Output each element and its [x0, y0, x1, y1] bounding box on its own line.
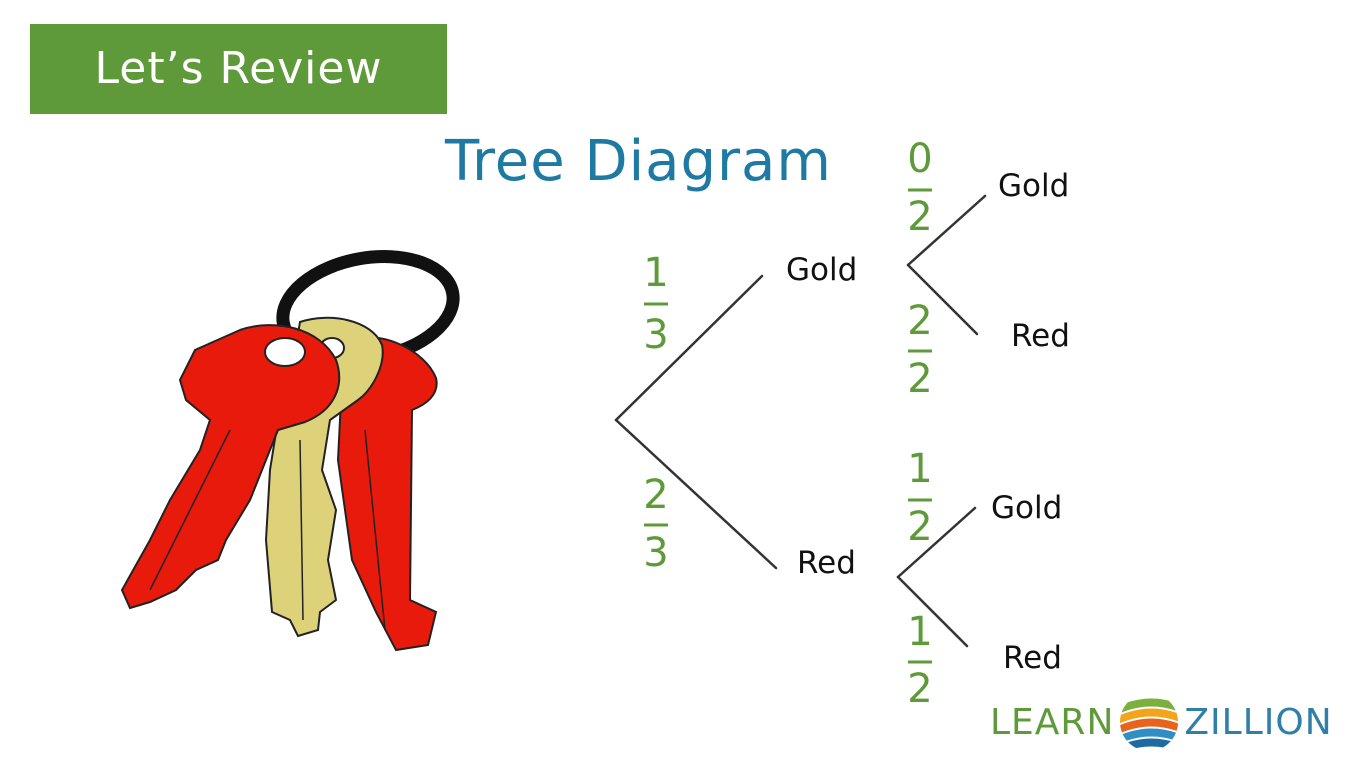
red-key-back [336, 336, 438, 652]
fraction-red-red: 1 2 [907, 609, 932, 712]
node-gold-red: Red [1011, 318, 1070, 354]
branch-gold-gold [906, 194, 987, 267]
fraction-denominator: 2 [907, 194, 932, 240]
fraction-numerator: 1 [643, 250, 668, 296]
fraction-gold: 1 3 [643, 250, 668, 358]
fraction-red-gold: 1 2 [907, 446, 932, 550]
fraction-denominator: 3 [643, 312, 668, 358]
fraction-denominator: 2 [907, 666, 932, 712]
keys-icon [120, 250, 460, 652]
fraction-denominator: 3 [643, 530, 668, 576]
branch-gold-red [906, 263, 979, 336]
learnzillion-logo-icon [1120, 693, 1179, 751]
branch-root-red [614, 418, 778, 570]
slide-title: Tree Diagram [445, 129, 832, 194]
branch-root-gold [614, 274, 764, 422]
banner-label: Let’s Review [94, 43, 383, 94]
fraction-numerator: 2 [907, 298, 932, 344]
lets-review-banner: Let’s Review [30, 24, 447, 114]
fraction-numerator: 0 [907, 136, 932, 182]
fraction-gold-red: 2 2 [907, 298, 932, 402]
fraction-gold-gold: 0 2 [907, 136, 932, 240]
brand-right-text: ZILLION [1184, 701, 1333, 743]
branch-red-red [896, 575, 969, 648]
fraction-denominator: 2 [907, 504, 932, 550]
branch-red-gold [896, 506, 977, 579]
node-red: Red [797, 545, 856, 581]
node-red-red: Red [1003, 640, 1062, 676]
fraction-numerator: 2 [643, 472, 668, 518]
fraction-numerator: 1 [907, 609, 932, 655]
fraction-red: 2 3 [643, 472, 668, 576]
brand-left-text: LEARN [990, 701, 1115, 743]
learnzillion-brand: LEARN ZILLION [990, 690, 1333, 754]
fraction-denominator: 2 [907, 356, 932, 402]
node-gold-gold: Gold [998, 168, 1069, 204]
node-red-gold: Gold [991, 490, 1062, 526]
fraction-numerator: 1 [907, 446, 932, 492]
node-gold: Gold [786, 252, 857, 288]
red-key-front [120, 324, 341, 610]
